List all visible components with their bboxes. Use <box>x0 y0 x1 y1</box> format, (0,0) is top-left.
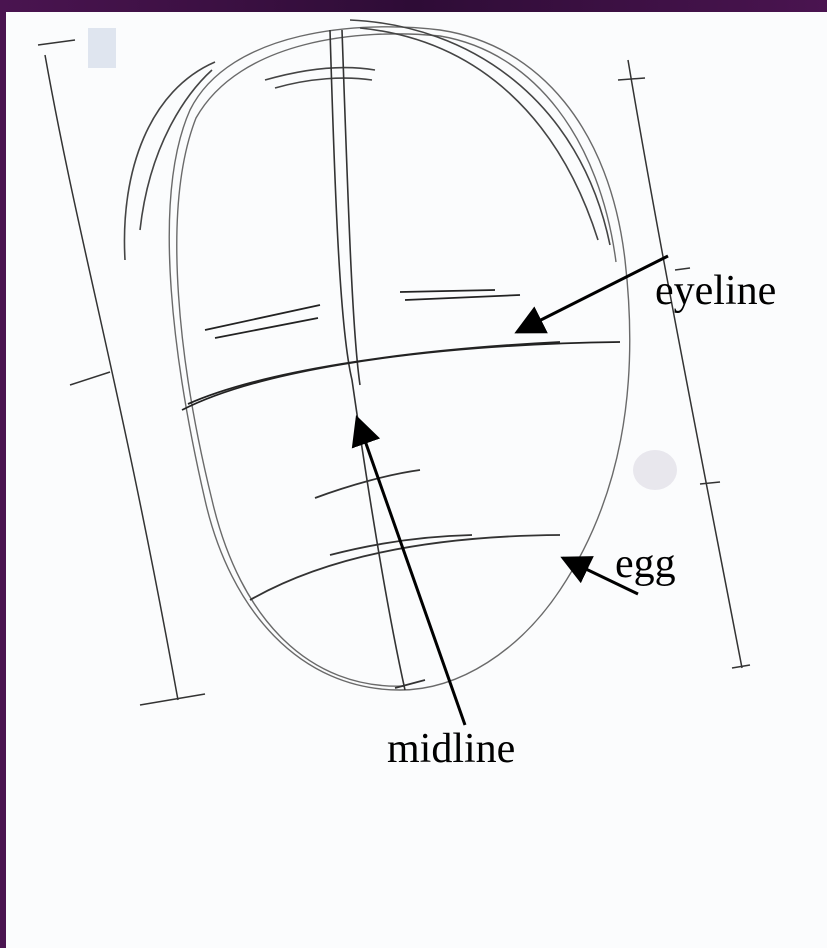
left-guide-bottom-tick <box>140 694 205 705</box>
eyeline-strokes <box>182 290 620 410</box>
hair-strokes <box>124 20 610 260</box>
eyeline-arrow <box>517 256 668 332</box>
right-eye-hatch-2 <box>405 295 520 300</box>
eyeline-label: eyeline <box>655 270 776 312</box>
mouth-line <box>250 535 560 600</box>
midline-arrow <box>357 418 465 725</box>
right-eye-hatch <box>400 290 495 292</box>
hair-right-stroke-2 <box>360 28 598 240</box>
egg-label: egg <box>615 543 676 585</box>
left-guide-top-tick <box>38 40 75 45</box>
left-guide-mid-tick <box>70 372 110 385</box>
blue-smudge-top <box>88 28 116 68</box>
eyeline-stroke <box>182 342 620 410</box>
right-guide-top-tick <box>618 78 645 80</box>
side-guides <box>38 40 750 705</box>
gray-smudge-right <box>633 450 677 490</box>
right-guide-mid-tick <box>700 482 720 484</box>
left-eye-hatch <box>205 305 320 330</box>
chin-hatch <box>395 680 425 688</box>
forehead-hatch-2 <box>275 78 372 88</box>
egg-shape-second-stroke <box>177 34 616 686</box>
egg-shape <box>169 27 630 690</box>
left-eye-hatch-2 <box>215 318 318 338</box>
hair-right-stroke <box>350 20 610 245</box>
eyeline-stroke-2 <box>188 342 560 404</box>
egg-outline <box>169 27 630 690</box>
midline-label: midline <box>387 728 515 770</box>
hair-left-stroke-2 <box>140 70 212 230</box>
annotation-arrows <box>357 256 668 725</box>
